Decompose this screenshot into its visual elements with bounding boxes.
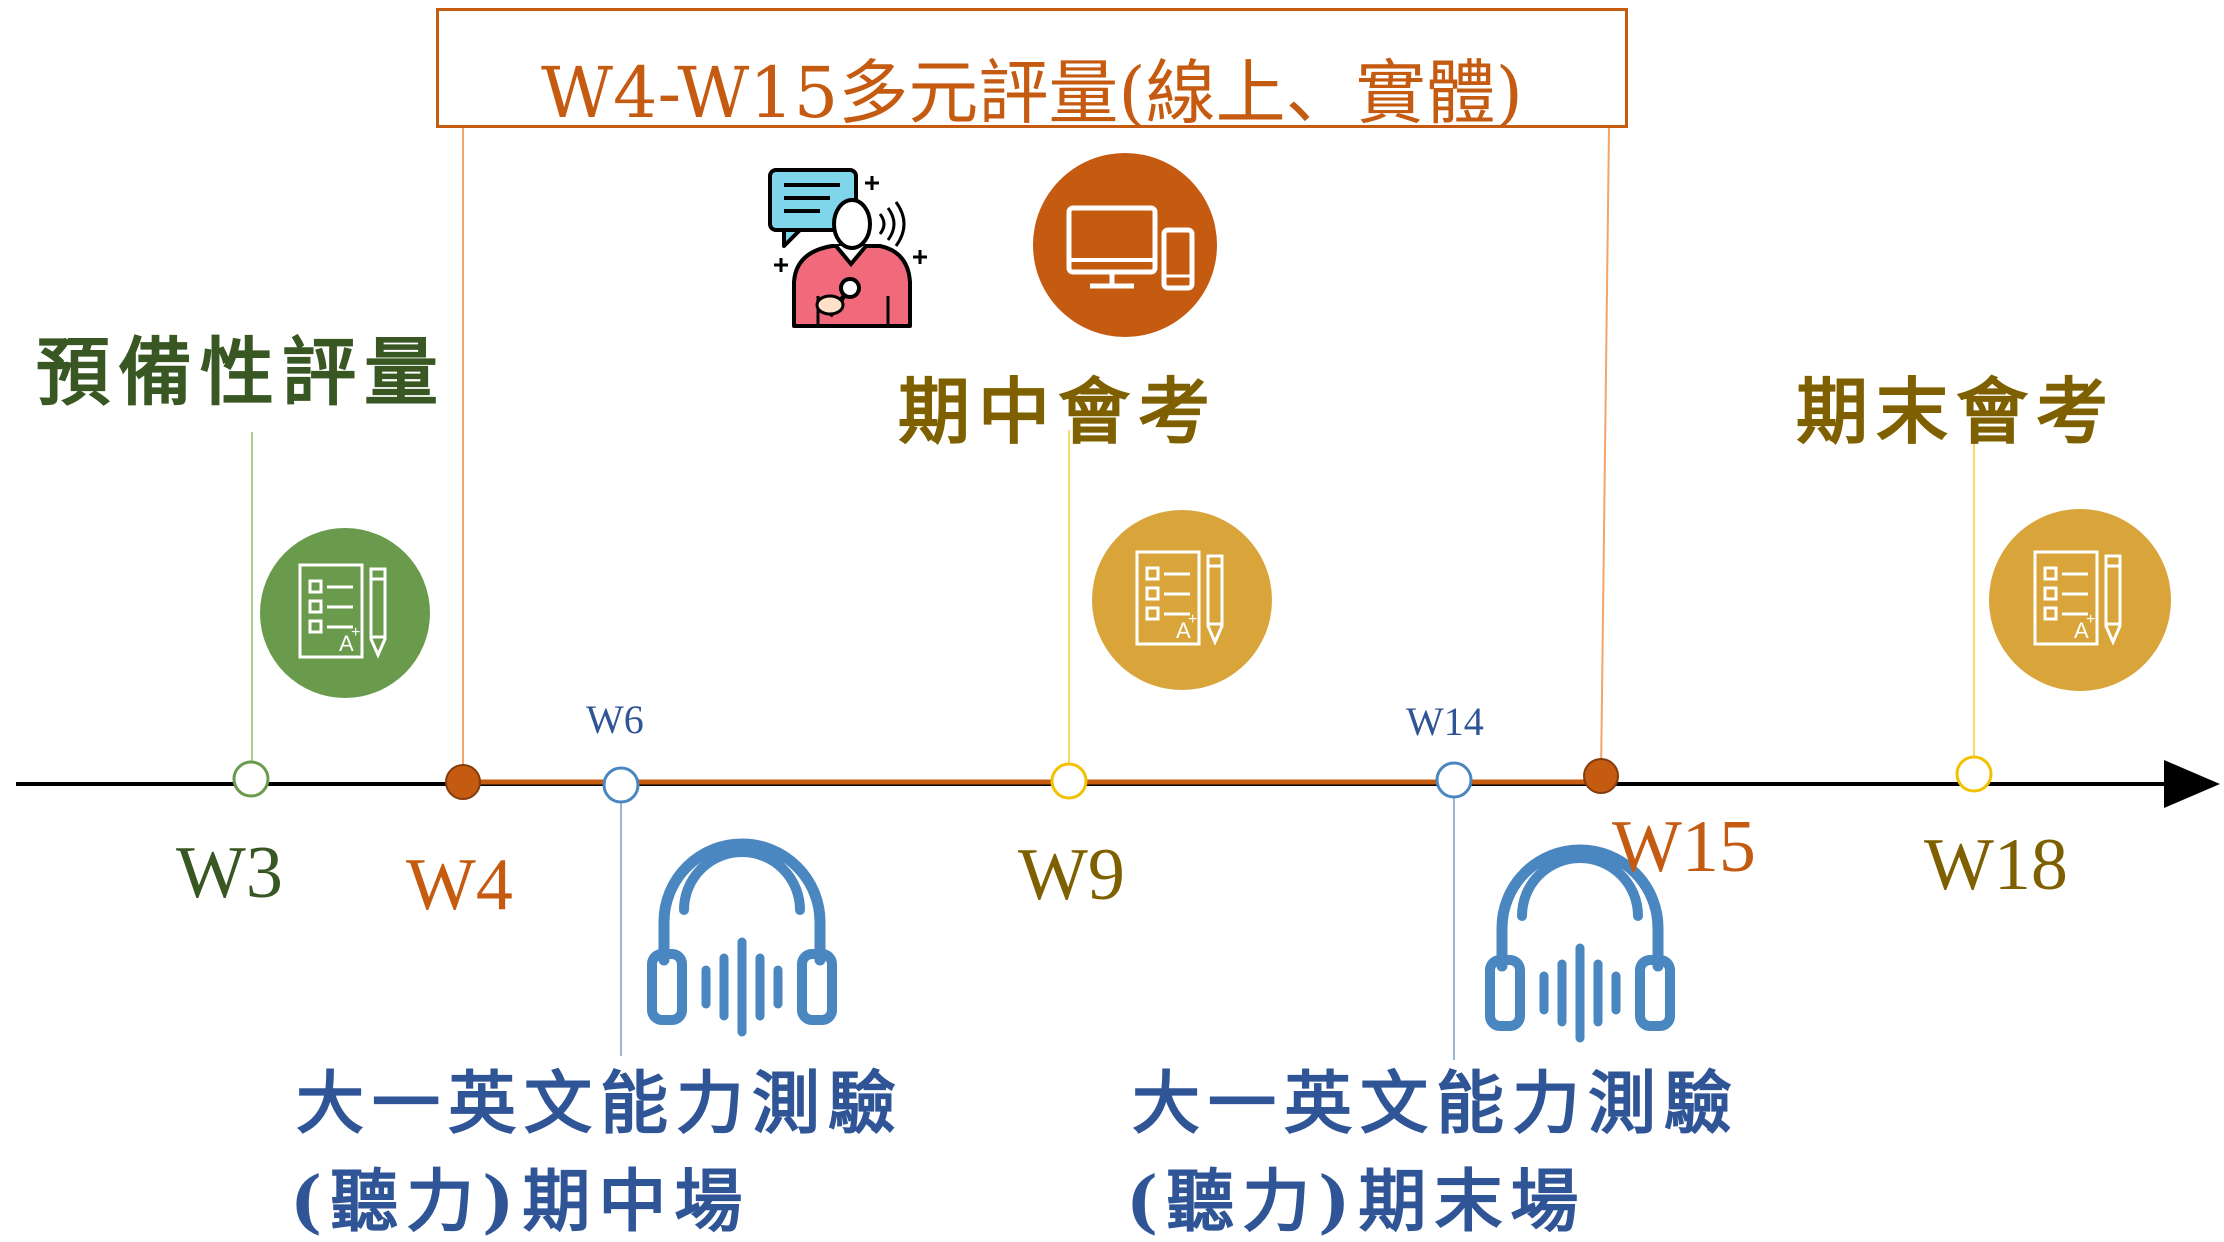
w9-marker bbox=[1050, 762, 1088, 800]
w3-week-label: W3 bbox=[176, 832, 283, 914]
w6-headphones-audio-icon bbox=[652, 844, 832, 1032]
w9-week-label: W9 bbox=[1018, 834, 1125, 916]
w14-event-label-line1: 大一英文能力測驗 bbox=[1132, 1064, 1741, 1144]
w18-event-label: 期末會考 bbox=[1796, 369, 2117, 454]
w14-week-label: W14 bbox=[1406, 699, 1484, 744]
w4-week-label: W4 bbox=[406, 844, 513, 926]
title-leader-right bbox=[1600, 127, 1610, 777]
w18-exam-paper-icon bbox=[1989, 509, 2171, 691]
w14-event-label-line2: (聽力)期末場 bbox=[1126, 1162, 1587, 1242]
w6-event-label-line1: 大一英文能力測驗 bbox=[296, 1064, 905, 1144]
speaker-microphone-icon bbox=[768, 168, 927, 328]
w18-week-label: W18 bbox=[1924, 824, 2068, 906]
title-box: W4-W15多元評量(線上、實體) bbox=[436, 8, 1628, 134]
w6-event-label-line2: (聽力)期中場 bbox=[290, 1162, 751, 1242]
w6-marker bbox=[602, 766, 640, 804]
w3-marker bbox=[232, 760, 270, 798]
w6-week-label: W6 bbox=[586, 697, 644, 742]
w4-marker bbox=[445, 764, 481, 800]
w3-exam-paper-icon bbox=[260, 528, 430, 698]
w18-marker bbox=[1955, 755, 1993, 793]
w9-exam-paper-icon bbox=[1092, 510, 1272, 690]
diagram-title: W4-W15多元評量(線上、實體) bbox=[541, 52, 1523, 134]
w3-event-label: 預備性評量 bbox=[36, 330, 446, 416]
w14-marker bbox=[1435, 761, 1473, 799]
w15-week-label: W15 bbox=[1612, 806, 1756, 888]
w15-marker bbox=[1583, 758, 1619, 794]
w9-event-label: 期中會考 bbox=[898, 369, 1219, 454]
computer-device-icon bbox=[1033, 153, 1217, 337]
